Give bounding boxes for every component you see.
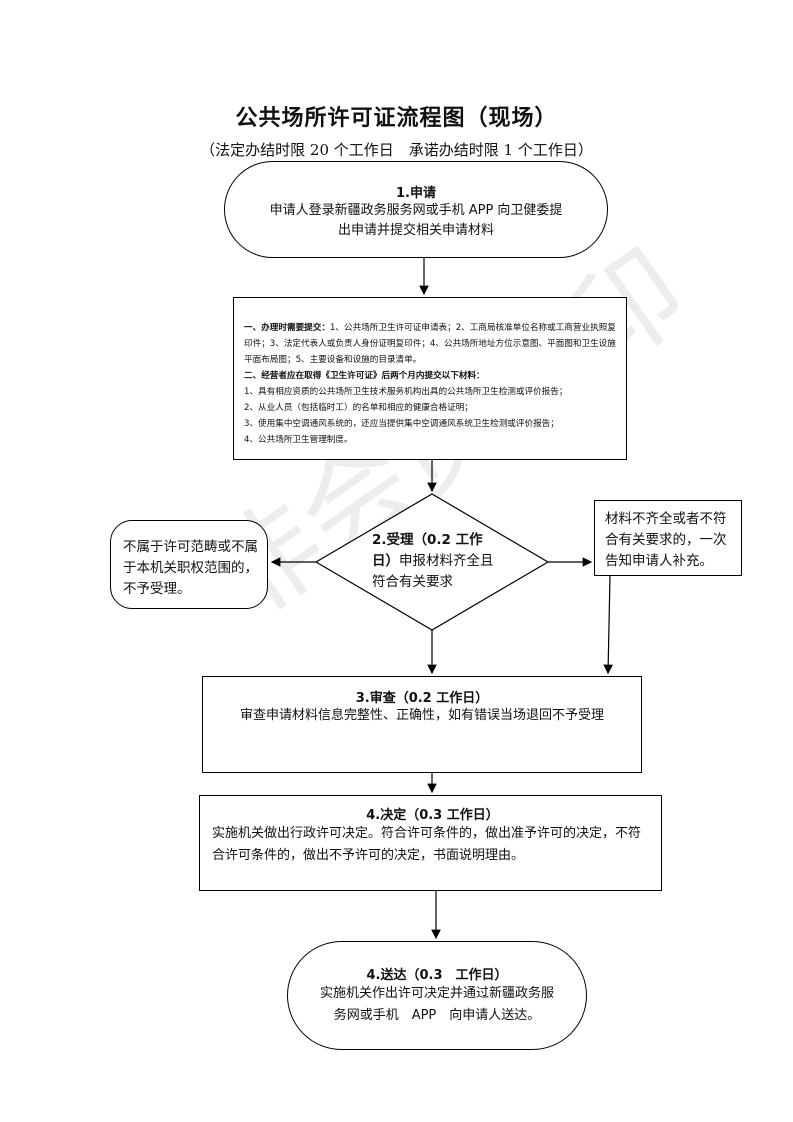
materials-item: 4、公共场所卫生管理制度。 [244,435,353,445]
step-accept: 2.受理（0.2 工作日）申报材料齐全且符合有关要求 [372,530,494,593]
step-delivery: 4.送达（0.3 工作日） 实施机关作出许可决定并通过新疆政务服务网或手机 AP… [287,941,587,1050]
materials-item: 2、从业人员（包括临时工）的名单和相应的健康合格证明； [244,403,473,413]
step-review-body: 审查申请材料信息完整性、正确性，如有错误当场退回不予受理 [239,708,604,723]
step-apply: 1.申请 申请人登录新疆政务服务网或手机 APP 向卫健委提出申请并提交相关申请… [224,161,608,258]
step-apply-title: 1.申请 [396,186,436,201]
arrow-supplement-to-review [603,575,613,675]
step-review-title: 3.审查（0.2 工作日） [355,691,489,706]
page-subtitle: （法定办结时限 20 个工作日 承诺办结时限 1 个工作日） [200,141,593,159]
materials-part1-heading: 一、办理时需要提交： [244,323,330,333]
step-accept-title: 2.受理（0.2 工作日） [372,532,483,569]
reject-box: 不属于许可范畴或不属于本机关职权范围的，不予受理。 [110,520,268,609]
supplement-text: 材料不齐全或者不符合有关要求的，一次告知申请人补充。 [605,511,727,569]
page-title: 公共场所许可证流程图（现场） [235,106,558,131]
step-decision-body: 实施机关做出行政许可决定。符合许可条件的，做出准予许可的决定，不符合许可条件的，… [212,826,642,863]
materials-part1-text: 1、公共场所卫生许可证申请表；2、工商局核准单位名称或工商营业执照复印件；3、法… [244,323,616,365]
step-decision-title: 4.决定（0.3 工作日） [366,808,499,823]
step-review: 3.审查（0.2 工作日） 审查申请材料信息完整性、正确性，如有错误当场退回不予… [202,676,642,773]
step-accept-body: 申报材料齐全且符合有关要求 [372,553,494,590]
materials-item: 1、具有相应资质的公共场所卫生技术服务机构出具的公共场所卫生检测或评价报告； [244,387,568,397]
materials-part1: 一、办理时需要提交：1、公共场所卫生许可证申请表；2、工商局核准单位名称或工商营… [244,320,618,368]
reject-text: 不属于许可范畴或不属于本机关职权范围的，不予受理。 [123,539,258,597]
step-delivery-title: 4.送达（0.3 工作日） [366,968,508,983]
step-apply-body: 申请人登录新疆政务服务网或手机 APP 向卫健委提出申请并提交相关申请材料 [269,203,563,238]
supplement-box: 材料不齐全或者不符合有关要求的，一次告知申请人补充。 [594,500,742,576]
step-decision: 4.决定（0.3 工作日） 实施机关做出行政许可决定。符合许可条件的，做出准予许… [199,795,662,891]
materials-part2-heading: 二、经营者应在取得《卫生许可证》后两个月内提交以下材料： [244,371,485,381]
materials-item: 3、使用集中空调通风系统的，还应当提供集中空调通风系统卫生检测或评价报告； [244,419,559,429]
step-delivery-body: 实施机关作出许可决定并通过新疆政务服务网或手机 APP 向申请人送达。 [319,986,554,1023]
materials-box: 一、办理时需要提交：1、公共场所卫生许可证申请表；2、工商局核准单位名称或工商营… [233,297,627,460]
